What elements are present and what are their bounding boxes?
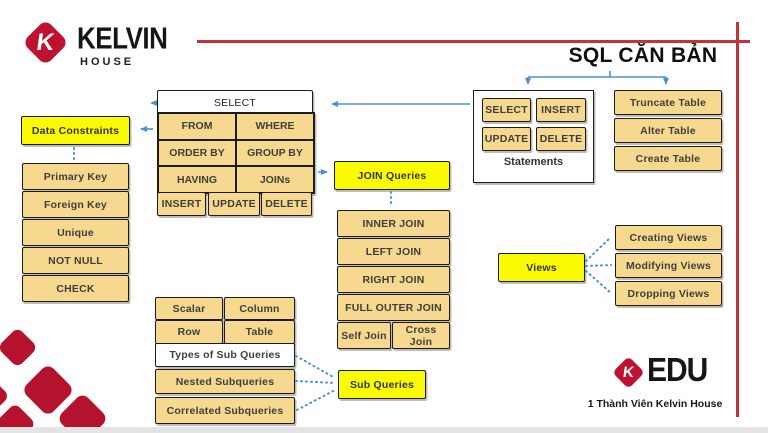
node-create-table: Create Table	[614, 146, 722, 171]
corner-diamond-icon	[0, 326, 39, 369]
node-update-action: UPDATE	[208, 192, 260, 216]
node-sub-queries: Sub Queries	[338, 370, 426, 399]
node-cross-join: Cross Join	[392, 322, 450, 349]
node-right-join: RIGHT JOIN	[337, 266, 450, 293]
node-table: Table	[224, 320, 295, 344]
statements-group: SELECT INSERT UPDATE DELETE Statements	[473, 90, 594, 183]
node-row: Row	[155, 320, 223, 344]
statements-label: Statements	[503, 156, 564, 168]
node-check: CHECK	[22, 275, 129, 302]
connector-views-fan	[585, 236, 612, 294]
kelvin-logo-letter: K	[35, 28, 57, 56]
node-types-of-sub-queries: Types of Sub Queries	[155, 343, 295, 367]
red-vertical-rule	[736, 22, 739, 417]
kelvin-logo-icon: K	[22, 19, 69, 66]
brand-name: KELVIN	[77, 20, 168, 56]
node-order-by: ORDER BY	[159, 140, 235, 166]
connector-subqueries-fan	[295, 355, 336, 411]
node-foreign-key: Foreign Key	[22, 191, 129, 218]
node-left-join: LEFT JOIN	[337, 238, 450, 265]
node-select-header: SELECT	[157, 90, 313, 115]
brand-subtitle: HOUSE	[80, 56, 135, 68]
node-creating-views: Creating Views	[615, 225, 722, 250]
node-modifying-views: Modifying Views	[615, 253, 722, 278]
node-group-by: GROUP BY	[237, 140, 313, 166]
node-stmt-insert: INSERT	[536, 98, 586, 122]
node-nested-subqueries: Nested Subqueries	[155, 369, 295, 394]
node-not-null: NOT NULL	[22, 247, 129, 274]
page-title: SQL CĂN BẢN	[568, 44, 718, 67]
select-clause-grid: FROM WHERE ORDER BY GROUP BY HAVING JOIN…	[157, 112, 315, 194]
node-joins: JOINs	[237, 167, 313, 192]
node-delete-action: DELETE	[261, 192, 312, 216]
node-stmt-delete: DELETE	[536, 127, 586, 151]
node-primary-key: Primary Key	[22, 163, 129, 190]
bottom-strip	[0, 427, 768, 433]
connector-select-left-tick	[150, 100, 157, 106]
node-dropping-views: Dropping Views	[615, 281, 722, 306]
node-truncate-table: Truncate Table	[614, 90, 722, 115]
node-correlated-subqueries: Correlated Subqueries	[155, 397, 295, 424]
node-column: Column	[224, 297, 295, 320]
node-insert-action: INSERT	[157, 192, 206, 216]
node-stmt-update: UPDATE	[482, 127, 531, 151]
node-inner-join: INNER JOIN	[337, 210, 450, 237]
node-data-constraints: Data Constraints	[21, 116, 130, 145]
node-stmt-select: SELECT	[482, 98, 531, 122]
node-join-queries: JOIN Queries	[334, 161, 450, 190]
node-having: HAVING	[159, 167, 235, 192]
edu-logo-icon: K	[612, 356, 645, 389]
node-scalar: Scalar	[155, 297, 223, 320]
node-views: Views	[498, 253, 585, 282]
edu-tagline: 1 Thành Viên Kelvin House	[587, 398, 723, 410]
node-self-join: Self Join	[337, 322, 391, 349]
red-horizontal-rule	[197, 40, 750, 43]
node-unique: Unique	[22, 219, 129, 246]
node-from: FROM	[159, 114, 235, 139]
edu-title: EDU	[647, 352, 708, 389]
node-alter-table: Alter Table	[614, 118, 722, 143]
node-full-outer-join: FULL OUTER JOIN	[337, 294, 450, 321]
edu-logo-letter: K	[621, 364, 636, 381]
connector-title-split	[528, 71, 666, 78]
node-where: WHERE	[237, 114, 313, 139]
